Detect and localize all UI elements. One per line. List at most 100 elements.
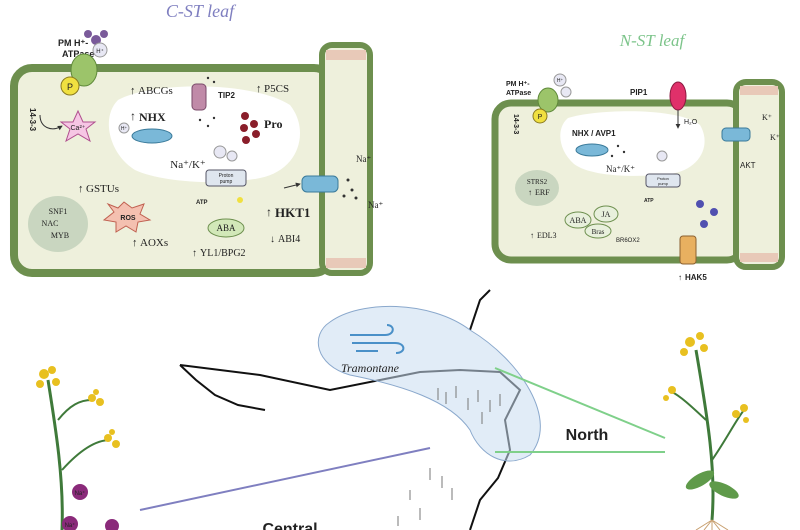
c-14-3-3: 14-3-3 [28,108,37,132]
n-st-leaf-diagram: PM H⁺- ATPase P H⁺ 14-3-3 PIP1 H₂O NHX /… [491,73,785,282]
central-label: Central [262,521,317,530]
n-pip1-aquaporin-icon [669,81,687,111]
n-proton-pump-1: Proton [657,176,669,181]
n-nhx-transporter-icon [575,143,609,157]
na-ion-label-1: Na⁺ [75,490,86,497]
n-p-icon [532,108,548,124]
n-hak5-transporter-icon [679,235,697,265]
c-pm-atpase-icon [70,53,98,87]
c-abcgs-up-arrow: ↑ [130,85,136,97]
c-st-title: C-ST leaf [166,1,237,21]
c-tf-bubble [28,196,88,252]
n-bras: Bras [592,228,605,236]
n-vacuole [560,111,705,176]
c-pm-label-1: PM H⁺- [58,38,88,48]
right-plant-flowers [663,332,749,423]
left-plant-illustration: Na⁺ Na⁺ [36,366,120,530]
n-edl3: EDL3 [537,231,557,240]
c-tf-myb: MYB [51,231,69,240]
c-proton-pump-icon [205,169,247,187]
c-nhx-transporter-icon [131,128,173,144]
n-edl3-up-arrow: ↑ [530,231,534,240]
right-plant-illustration [663,332,749,530]
n-p-label: P [538,114,543,121]
c-na-k: Na⁺/K⁺ [170,159,206,171]
n-erf-up-arrow: ↑ [528,188,532,197]
left-plant-flowers [36,366,120,448]
na-ion-icon-2 [62,516,78,530]
n-akt: AKT [740,161,756,170]
n-aba: ABA [570,216,587,225]
wind-icon [350,324,405,354]
c-hkt1-channel-icon [301,175,339,193]
c-pro: Pro [264,117,282,131]
c-aoxs: AOXs [140,237,168,249]
n-nhx-avp1: NHX / AVP1 [572,129,616,138]
right-plant-roots [695,519,729,530]
c-tf-snf1: SNF1 [49,207,68,216]
c-proton-pump-1: Proton [219,173,234,179]
na-ion-icon-1 [72,484,88,500]
plant-markers [397,386,501,526]
c-h-ion-label: H⁺ [96,48,104,55]
c-aoxs-up-arrow: ↑ [132,237,138,249]
c-abi4: ABI4 [278,234,300,245]
c-xylem-top [326,50,366,60]
n-h2o: H₂O [684,119,698,126]
c-ca-label: Ca²⁺ [71,125,86,132]
n-ja: JA [602,210,611,219]
n-pm-atpase-icon [537,87,559,113]
c-abi4-down-arrow: ↓ [270,234,275,245]
c-ros: ROS [120,215,136,222]
n-hak5-up-arrow: ↑ [678,273,682,282]
c-h-ion-icon [92,42,108,58]
c-vacuole [108,86,300,183]
c-nhx-up-arrow: ↑ [130,109,136,123]
c-na-out-1: Na⁺ [356,154,371,164]
c-ros-burst-icon [102,201,152,233]
c-tip2-channel-icon [191,83,207,111]
c-aba-bubble [207,218,245,238]
c-na-out-2: Na⁺ [368,200,383,210]
c-abcgs: ABCGs [138,85,173,97]
c-gstus: GSTUs [86,183,119,195]
c-st-leaf-diagram: PM H⁺- ATPase P H⁺ 14-3-3 Ca²⁺ ↑ ABCGs T… [10,30,383,277]
map-area: Tramontane North Central [139,289,666,530]
north-line-upper [494,367,666,439]
n-br6ox2: BR6OX2 [616,238,640,244]
n-k-out-2: K⁺ [770,133,780,142]
c-yl1: YL1/BPG2 [200,248,246,259]
n-neighbor-cell [733,79,785,270]
tramontane-region [317,305,541,462]
central-line [139,447,431,511]
c-atp: ATP [196,200,208,206]
c-aba: ABA [216,223,236,233]
c-p5cs: P5CS [264,83,289,95]
n-erf: ERF [535,188,550,197]
c-tip2: TIP2 [218,91,235,100]
c-calcium-star-icon [59,109,97,143]
c-neighbor-cell [319,42,373,276]
c-p5cs-up-arrow: ↑ [256,83,262,95]
n-akt-channel-icon [721,127,751,142]
c-proton-pump-2: pump [220,179,233,185]
c-p-label: P [67,82,73,92]
border-line [469,289,491,331]
c-nhx-h-ion: H⁺ [121,126,128,132]
n-pm-label-1: PM H⁺- [506,81,530,88]
n-na-k: Na⁺/K⁺ [606,164,635,174]
n-k-out-1: K⁺ [762,113,772,122]
c-gstus-up-arrow: ↑ [78,183,84,195]
c-hkt1-up-arrow: ↑ [266,205,272,219]
na-ion-label-2: Na⁺ [65,522,76,529]
c-xylem-bottom [326,258,366,268]
c-hkt1: HKT1 [275,205,310,220]
n-14-3-3: 14-3-3 [512,114,519,134]
c-tf-nac: NAC [42,219,59,228]
n-proton-pump-2: pump [658,181,669,186]
north-label: North [566,427,609,444]
c-proline-dots-icon [240,112,260,144]
c-p-icon [60,76,80,96]
n-proton-pump-icon [645,173,681,188]
